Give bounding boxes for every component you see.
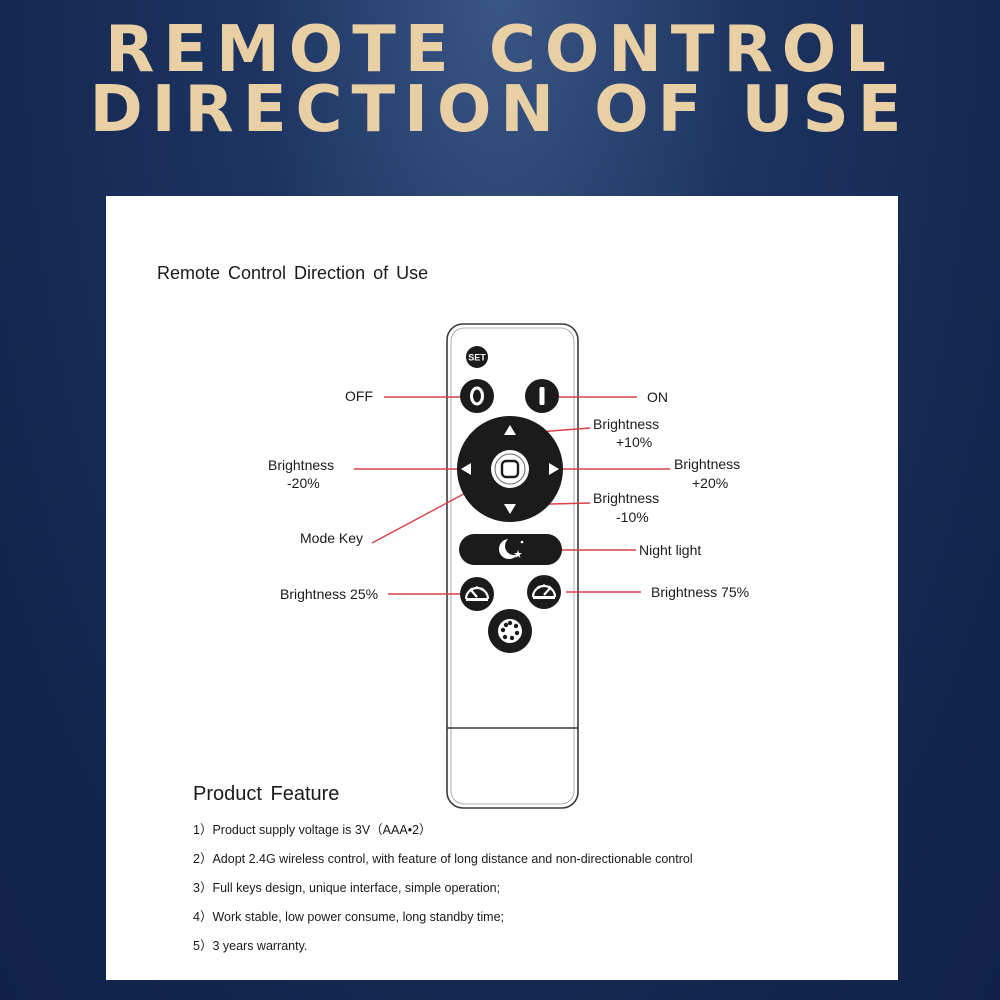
banner-line-1: REMOTE CONTROL xyxy=(105,13,895,87)
arrow-down-icon[interactable] xyxy=(504,504,516,514)
banner-line-2: DIRECTION OF USE xyxy=(89,73,911,147)
mode-key-inner-ring xyxy=(494,453,526,485)
label-mode-key: Mode Key xyxy=(300,530,363,546)
set-icon[interactable] xyxy=(466,346,488,368)
brightness-25-button[interactable] xyxy=(460,577,494,611)
list-item: 2）Adopt 2.4G wireless control, with feat… xyxy=(193,852,693,866)
set-button[interactable]: SET xyxy=(466,346,488,368)
gauge-high-needle xyxy=(543,586,552,596)
off-glyph xyxy=(470,386,484,406)
set-label: SET xyxy=(468,353,486,363)
remote-diagram: SET xyxy=(268,323,749,809)
remote-body-inner-edge xyxy=(450,327,575,805)
gauge-low-base xyxy=(466,598,488,601)
off-button[interactable] xyxy=(460,379,494,413)
direction-pad[interactable] xyxy=(457,416,563,522)
on-glyph xyxy=(539,387,545,405)
label-on: ON xyxy=(647,389,668,405)
mode-square-icon xyxy=(500,459,520,479)
night-light-button[interactable] xyxy=(459,534,562,565)
label-brightness-up-line2: +10% xyxy=(616,434,652,450)
moon-stars-icon xyxy=(499,537,524,559)
arrow-right-icon[interactable] xyxy=(549,463,559,475)
label-night-light: Night light xyxy=(639,542,701,558)
label-brightness-up-line1: Brightness xyxy=(593,416,659,432)
product-feature-title: Product Feature xyxy=(193,783,340,805)
gauge-high-ticks xyxy=(537,584,551,589)
list-item: 3）Full keys design, unique interface, si… xyxy=(193,881,501,895)
label-brightness-right-line1: Brightness xyxy=(674,456,740,472)
list-item: 5）3 years warranty. xyxy=(193,939,308,953)
dots-button[interactable] xyxy=(488,609,532,653)
gauge-high-base xyxy=(533,596,555,599)
label-brightness-25: Brightness 25% xyxy=(280,586,378,602)
gauge-low-needle xyxy=(469,588,478,598)
label-brightness-down-line2: -10% xyxy=(616,509,649,525)
list-item: 1）Product supply voltage is 3V（AAA•2） xyxy=(193,823,432,837)
label-brightness-left-line2: -20% xyxy=(287,475,320,491)
list-item: 4）Work stable, low power consume, long s… xyxy=(193,910,505,924)
gauge-low-ticks xyxy=(470,586,484,591)
on-button[interactable] xyxy=(525,379,559,413)
brightness-75-button[interactable] xyxy=(527,575,561,609)
label-brightness-right-line2: +20% xyxy=(692,475,728,491)
leader-lines xyxy=(354,396,670,595)
label-brightness-75: Brightness 75% xyxy=(651,584,749,600)
arrow-up-icon[interactable] xyxy=(504,425,516,435)
arrow-left-icon[interactable] xyxy=(461,463,471,475)
panel-title: Remote Control Direction of Use xyxy=(157,263,429,283)
instruction-panel: Remote Control Direction of Use SET xyxy=(106,196,898,980)
mode-key-button[interactable] xyxy=(491,450,529,488)
label-brightness-down-line1: Brightness xyxy=(593,490,659,506)
product-feature-list: 1）Product supply voltage is 3V（AAA•2） 2）… xyxy=(193,822,693,967)
banner-title: REMOTE CONTROL DIRECTION OF USE xyxy=(0,18,1000,142)
dots-ring xyxy=(500,620,520,641)
power-off-icon[interactable] xyxy=(460,379,494,413)
label-off: OFF xyxy=(345,388,373,404)
gauge-icon[interactable] xyxy=(527,575,561,609)
gauge-icon[interactable] xyxy=(460,577,494,611)
label-brightness-left-line1: Brightness xyxy=(268,457,334,473)
